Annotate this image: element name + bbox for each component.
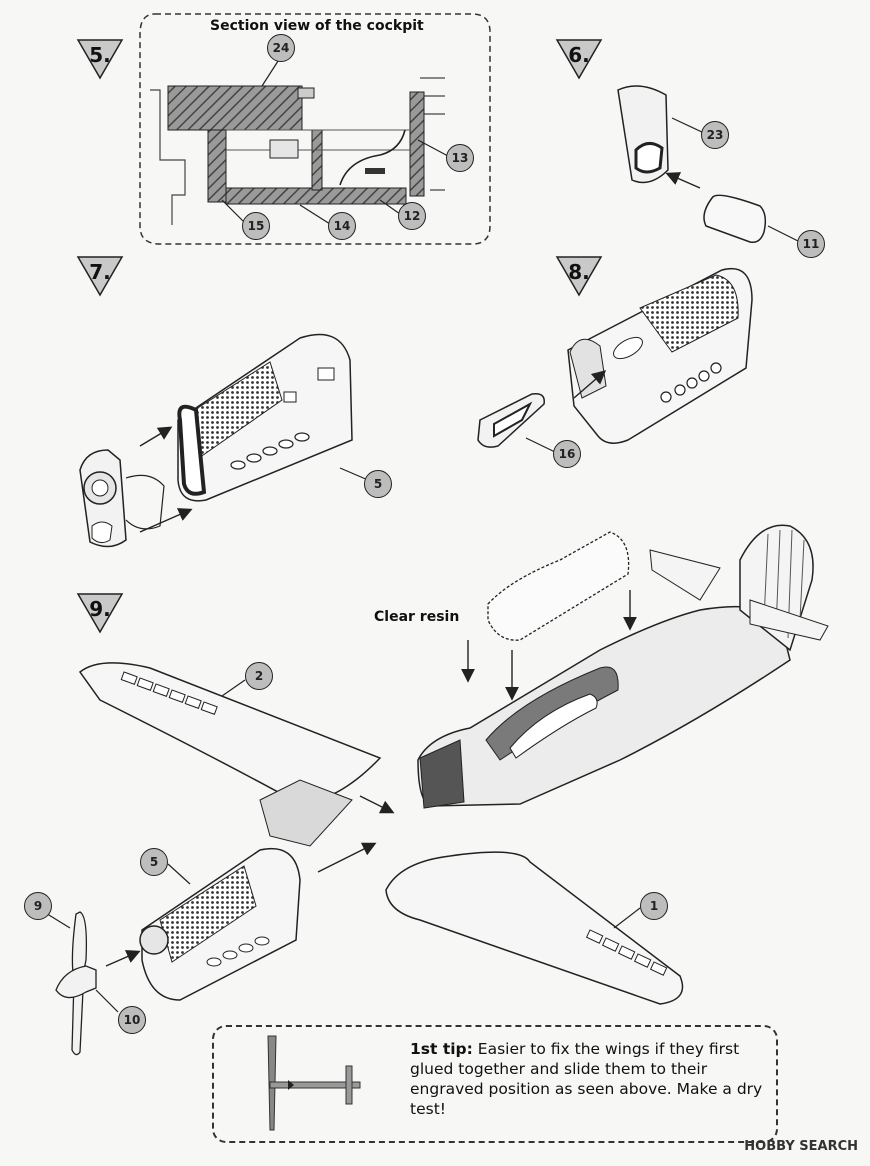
step-6-badge: 6. <box>555 38 603 80</box>
tip-plane-icon <box>267 1035 361 1131</box>
part-11 <box>703 194 767 244</box>
step-number: 6. <box>568 43 590 67</box>
callout-part-14: 14 <box>328 212 356 240</box>
section-view-frame <box>139 13 491 245</box>
step-number: 7. <box>89 260 111 284</box>
callout-part-9: 9 <box>24 892 52 920</box>
callout-part-1: 1 <box>640 892 668 920</box>
step-number: 9. <box>89 597 111 621</box>
step-9-badge: 9. <box>76 592 124 634</box>
tip-lead: 1st tip: <box>410 1040 473 1058</box>
callout-part-5: 5 <box>364 470 392 498</box>
callout-part-5: 5 <box>140 848 168 876</box>
clear-resin-label: Clear resin <box>374 609 460 625</box>
part-15 <box>207 129 227 203</box>
tail-plane-right <box>749 599 829 641</box>
step-5-badge: 5. <box>76 38 124 80</box>
step-8-badge: 8. <box>555 255 603 297</box>
step-number: 8. <box>568 260 590 284</box>
callout-part-13: 13 <box>446 144 474 172</box>
callout-part-24: 24 <box>267 34 295 62</box>
callout-part-15: 15 <box>242 212 270 240</box>
part-24 <box>167 85 303 131</box>
wing-right <box>385 851 684 1005</box>
canopy-clear-resin <box>487 531 630 641</box>
callout-part-16: 16 <box>553 440 581 468</box>
step-7-badge: 7. <box>76 255 124 297</box>
part-13 <box>409 91 425 197</box>
callout-part-12: 12 <box>398 202 426 230</box>
wing-left <box>78 662 382 805</box>
section-view-title: Section view of the cockpit <box>210 18 424 34</box>
tip-text: 1st tip: Easier to fix the wings if they… <box>410 1039 770 1119</box>
callout-part-2: 2 <box>245 662 273 690</box>
step-number: 5. <box>89 43 111 67</box>
tip-body: Easier to fix the wings if they first gl… <box>410 1040 763 1118</box>
callout-part-23: 23 <box>701 121 729 149</box>
callout-part-10: 10 <box>118 1006 146 1034</box>
fuselage <box>417 605 791 807</box>
watermark: HOBBY SEARCH <box>744 1139 858 1154</box>
tail-plane-left <box>649 549 721 601</box>
tip-box: 1st tip: Easier to fix the wings if they… <box>212 1025 778 1143</box>
engine-cowling-7 <box>177 333 353 502</box>
callout-part-11: 11 <box>797 230 825 258</box>
